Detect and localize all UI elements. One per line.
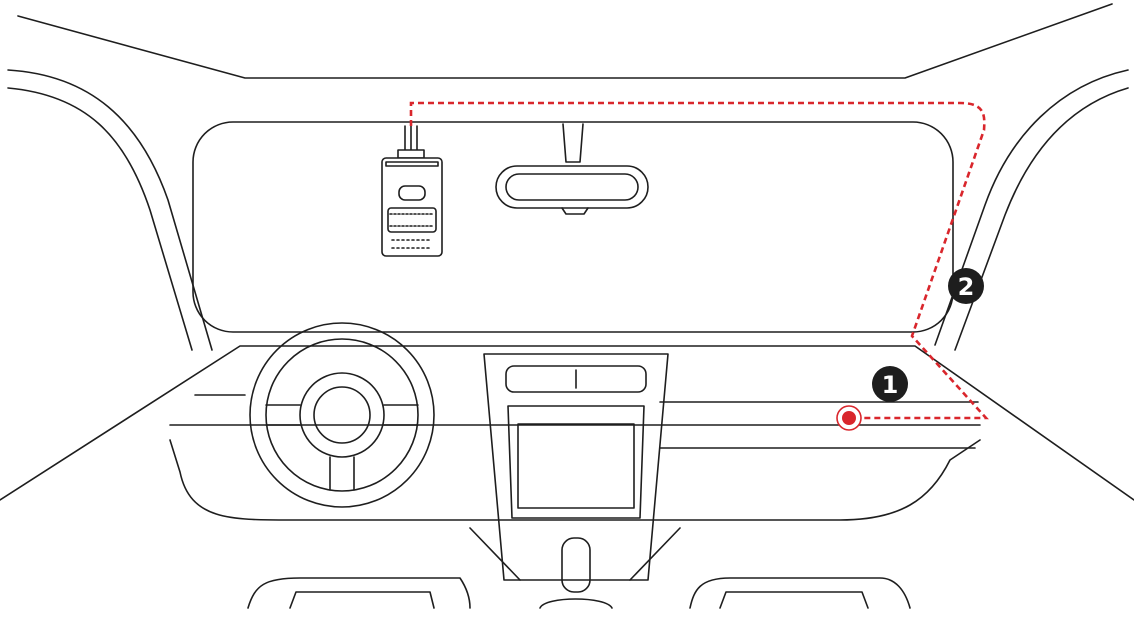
steering-wheel <box>249 322 435 508</box>
power-cable-route <box>409 101 989 420</box>
step-1-number: 1 <box>882 371 899 399</box>
windshield <box>192 121 954 333</box>
rear-view-mirror <box>495 123 649 215</box>
car-roof <box>17 3 1113 79</box>
step-2-number: 2 <box>958 273 975 301</box>
dashcam-icon <box>381 125 443 257</box>
center-console <box>469 353 681 581</box>
power-socket-icon <box>836 405 862 431</box>
left-a-pillar <box>7 69 213 351</box>
right-a-pillar <box>934 69 1129 351</box>
step-2-badge: 2 <box>948 268 984 304</box>
gear-shifter <box>539 537 613 609</box>
seats <box>247 577 911 609</box>
step-1-badge: 1 <box>872 366 908 402</box>
dashboard <box>0 345 1134 521</box>
